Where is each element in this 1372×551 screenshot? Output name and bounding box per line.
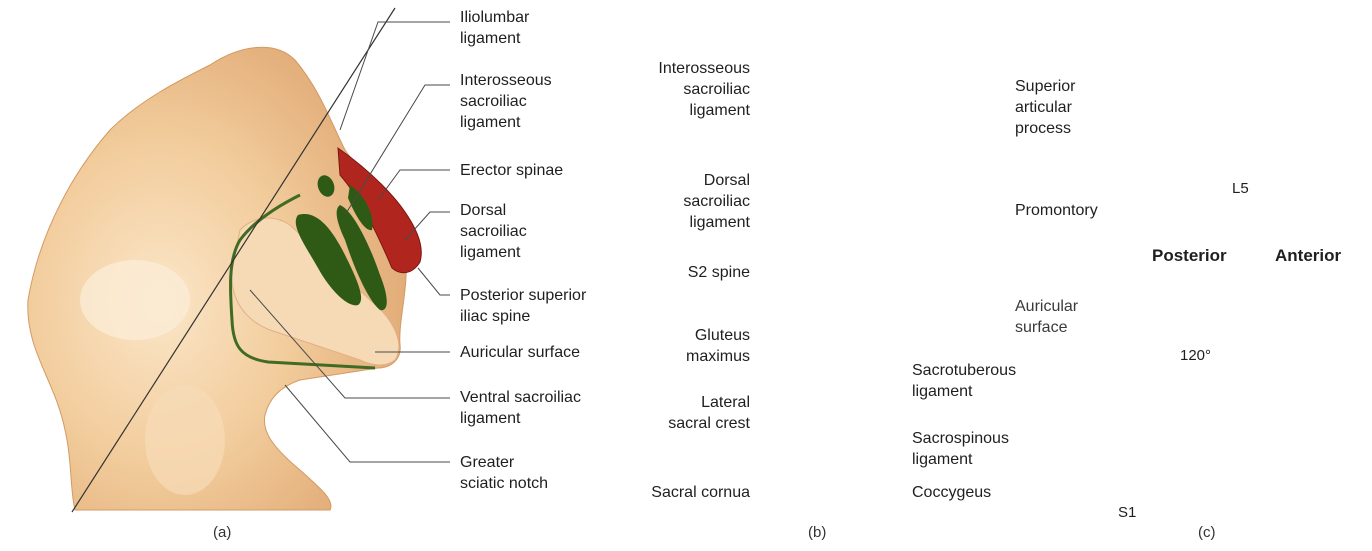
label-lateral-sacral-crest: Lateral sacral crest — [668, 392, 750, 434]
panel-a — [28, 8, 450, 512]
label-posterior: Posterior — [1152, 245, 1227, 266]
ilium-highlight — [80, 260, 190, 340]
label-b-auricular-surface: Auricular surface — [1015, 296, 1078, 338]
label-iliolumbar-ligament: Iliolumbar ligament — [460, 7, 529, 49]
caption-a: (a) — [213, 524, 231, 541]
label-s2-spine: S2 spine — [688, 262, 750, 283]
caption-c: (c) — [1198, 524, 1216, 541]
label-sacrotuberous-ligament: Sacrotuberous ligament — [912, 360, 1016, 402]
label-superior-articular-process: Superior articular process — [1015, 76, 1075, 139]
label-gluteus-maximus: Gluteus maximus — [686, 325, 750, 367]
label-angle-120: 120° — [1180, 345, 1211, 366]
label-dorsal-sacroiliac-ligament: Dorsal sacroiliac ligament — [460, 200, 527, 263]
label-l5: L5 — [1232, 178, 1249, 199]
label-b-dorsal-sacroiliac-ligament: Dorsal sacroiliac ligament — [683, 170, 750, 233]
label-s1: S1 — [1118, 502, 1136, 523]
label-posterior-superior-iliac-spine: Posterior superior iliac spine — [460, 285, 586, 327]
label-auricular-surface: Auricular surface — [460, 342, 580, 363]
label-sacral-cornua: Sacral cornua — [651, 482, 750, 503]
label-sacrospinous-ligament: Sacrospinous ligament — [912, 428, 1009, 470]
ilium-highlight — [145, 385, 225, 495]
label-anterior: Anterior — [1275, 245, 1341, 266]
caption-b: (b) — [808, 524, 826, 541]
label-coccygeus: Coccygeus — [912, 482, 991, 503]
label-promontory: Promontory — [1015, 200, 1098, 221]
label-greater-sciatic-notch: Greater sciatic notch — [460, 452, 548, 494]
label-b-interosseous-sacroiliac-ligament: Interosseous sacroiliac ligament — [658, 58, 750, 121]
label-interosseous-sacroiliac-ligament: Interosseous sacroiliac ligament — [460, 70, 552, 133]
label-erector-spinae: Erector spinae — [460, 160, 563, 181]
label-ventral-sacroiliac-ligament: Ventral sacroiliac ligament — [460, 387, 581, 429]
